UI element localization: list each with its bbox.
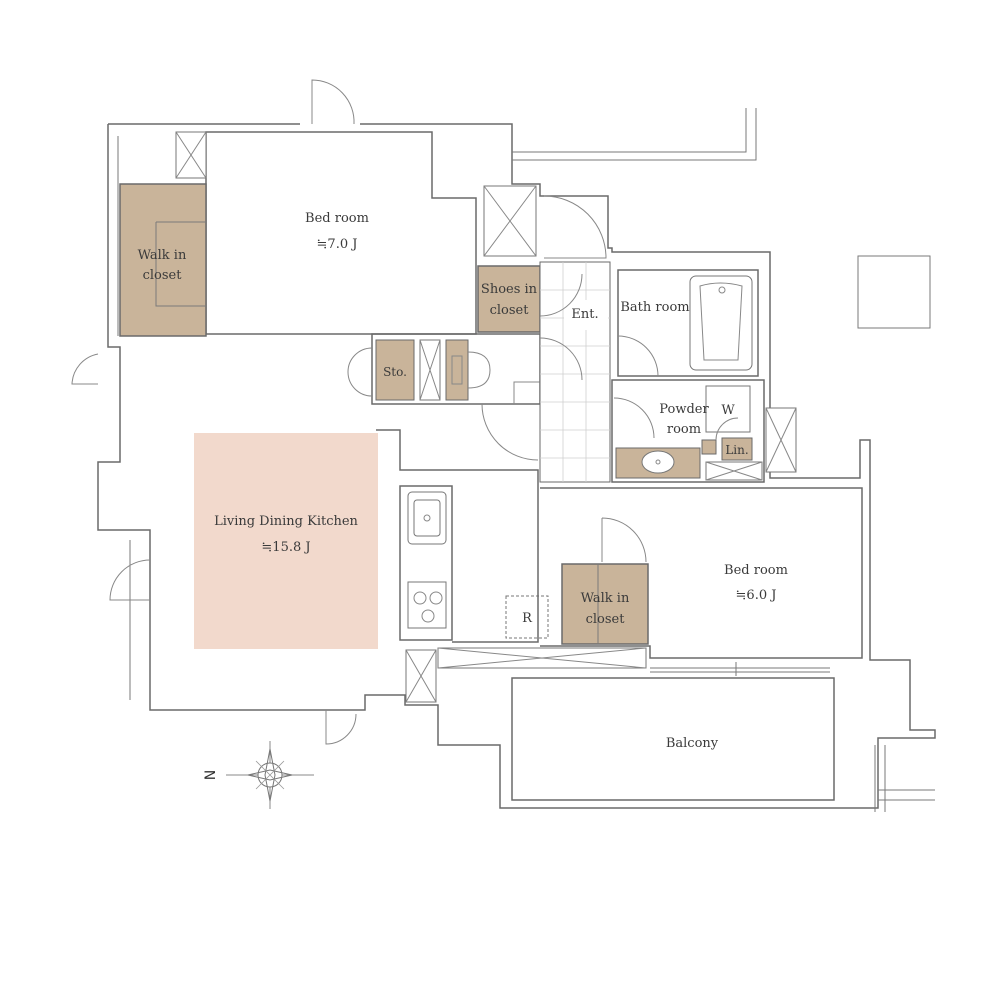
walk-in-closet-2: Walk in closet (561, 517, 649, 645)
walk-in-closet-1: Walk in closet (119, 183, 207, 337)
linen-label: Lin. (725, 443, 748, 457)
exterior-walls (97, 108, 936, 812)
compass-north-label: N (203, 770, 219, 780)
bedroom-1: Bed room ≒7.0 J (175, 79, 477, 335)
balcony-name: Balcony (666, 736, 719, 751)
bath-room: Bath room (617, 269, 759, 377)
outdoor-unit (857, 255, 931, 329)
storage-area: Sto. (347, 333, 541, 405)
powder-room-line2: room (667, 422, 701, 437)
bedroom-1-name: Bed room (305, 211, 369, 226)
entrance: Ent. (481, 195, 611, 483)
bath-room-name: Bath room (620, 300, 689, 315)
ldk-name: Living Dining Kitchen (214, 514, 358, 529)
bedroom-2: Bed room ≒6.0 J (405, 487, 863, 703)
fridge-label: R (522, 611, 533, 626)
entrance-name: Ent. (571, 307, 598, 322)
wic-2-line1: Walk in (581, 591, 630, 606)
bedroom-2-area: ≒6.0 J (736, 588, 777, 603)
bedroom-1-area: ≒7.0 J (317, 237, 358, 252)
shoes-closet: Shoes in closet (477, 185, 541, 333)
storage-name: Sto. (383, 365, 407, 379)
living-dining-kitchen: Living Dining Kitchen ≒15.8 J R (71, 353, 549, 745)
powder-room: W Powder room Lin. (611, 379, 797, 483)
wic-1-line2: closet (143, 268, 183, 283)
bedroom-2-name: Bed room (724, 563, 788, 578)
balcony: Balcony (511, 677, 835, 801)
powder-room-line1: Powder (659, 402, 709, 417)
ldk-area: ≒15.8 J (261, 540, 310, 555)
compass: N (203, 741, 314, 809)
shoes-closet-line2: closet (490, 303, 530, 318)
washer-label: W (721, 403, 735, 418)
wic-1-line1: Walk in (138, 248, 187, 263)
wic-2-line2: closet (586, 612, 626, 627)
shoes-closet-line1: Shoes in (481, 282, 538, 297)
